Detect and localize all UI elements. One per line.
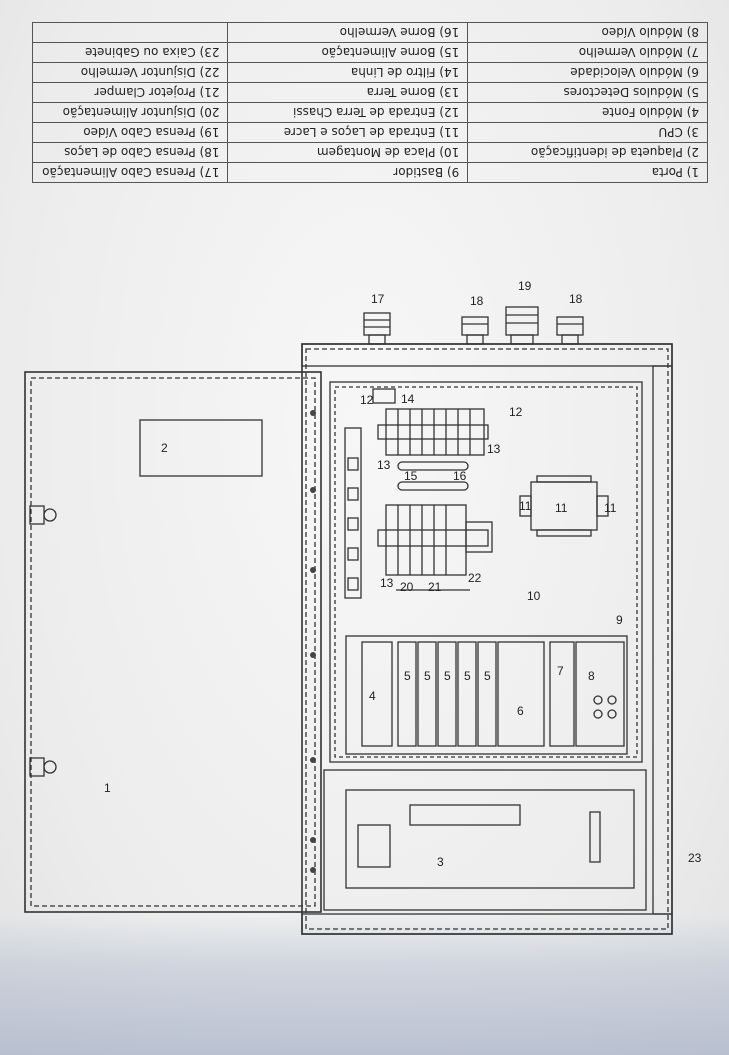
module-detector-1 (397, 641, 417, 747)
callout-17: 17 (371, 292, 385, 306)
cabinet-right-flange (652, 365, 673, 915)
mounting-plate-inner (334, 386, 638, 758)
callout-5c: 5 (444, 669, 451, 683)
callout-23: 23 (688, 851, 702, 865)
callout-13c: 13 (380, 576, 394, 590)
breaker-block (377, 504, 493, 576)
module-red (549, 641, 575, 747)
module-rack (345, 635, 628, 755)
callout-13b: 13 (377, 458, 391, 472)
cpu (345, 789, 635, 889)
module-detector-2 (417, 641, 437, 747)
module-psu (361, 641, 393, 747)
door-bolts (310, 410, 316, 873)
hinge-bottom (29, 757, 57, 777)
cable-gland-19 (505, 306, 539, 345)
callout-18a: 18 (470, 294, 484, 308)
callout-21: 21 (428, 580, 442, 594)
callout-1: 1 (104, 781, 111, 795)
mounting-plate (329, 381, 643, 763)
din-rail-15 (397, 461, 469, 471)
cpu-slot (409, 804, 521, 826)
module-speed (497, 641, 545, 747)
module-detector-5 (477, 641, 497, 747)
callout-13a: 13 (487, 442, 501, 456)
callout-7: 7 (557, 664, 564, 678)
scan-shadow (0, 915, 729, 1055)
callout-11c: 11 (604, 501, 617, 515)
callout-5a: 5 (404, 669, 411, 683)
callout-19: 19 (518, 279, 532, 293)
cabinet-top-bar (301, 343, 673, 367)
callout-9: 9 (616, 613, 623, 627)
earth-terminals (347, 457, 359, 591)
cable-gland-17 (363, 312, 391, 345)
callout-12a: 12 (360, 393, 374, 407)
cabinet-bottom-bar (301, 913, 673, 935)
lower-compartment (323, 769, 647, 911)
callout-11b: 11 (555, 501, 568, 515)
callout-11a: 11 (519, 499, 532, 513)
cable-gland-18a (461, 316, 489, 345)
loop-entry-box (519, 475, 609, 537)
callout-16: 16 (453, 469, 467, 483)
module-video (575, 641, 625, 747)
video-module-sockets (593, 695, 617, 719)
hinge-top (29, 505, 57, 525)
door (24, 371, 322, 913)
callout-6: 6 (517, 704, 524, 718)
cpu-display (357, 824, 391, 868)
callout-18b: 18 (569, 292, 583, 306)
callout-12b: 12 (509, 405, 523, 419)
callout-8: 8 (588, 669, 595, 683)
callout-15: 15 (404, 469, 418, 483)
callout-5d: 5 (464, 669, 471, 683)
callout-5b: 5 (424, 669, 431, 683)
din-rail-16 (397, 481, 469, 491)
cpu-connector (589, 811, 601, 863)
line-filter (372, 388, 396, 404)
id-plate (139, 419, 263, 477)
callout-5e: 5 (484, 669, 491, 683)
callout-22: 22 (468, 571, 482, 585)
door-inner (30, 377, 316, 907)
earth-terminal-strip (344, 427, 362, 599)
callout-3: 3 (437, 855, 444, 869)
callout-2: 2 (161, 441, 168, 455)
module-detector-4 (457, 641, 477, 747)
callout-20: 20 (400, 580, 414, 594)
callout-4: 4 (369, 689, 376, 703)
upper-terminal-blocks (377, 408, 489, 456)
callout-10: 10 (527, 589, 541, 603)
cabinet-body-inner (305, 348, 669, 930)
callout-14: 14 (401, 392, 415, 406)
cable-gland-18b (556, 316, 584, 345)
module-detector-3 (437, 641, 457, 747)
